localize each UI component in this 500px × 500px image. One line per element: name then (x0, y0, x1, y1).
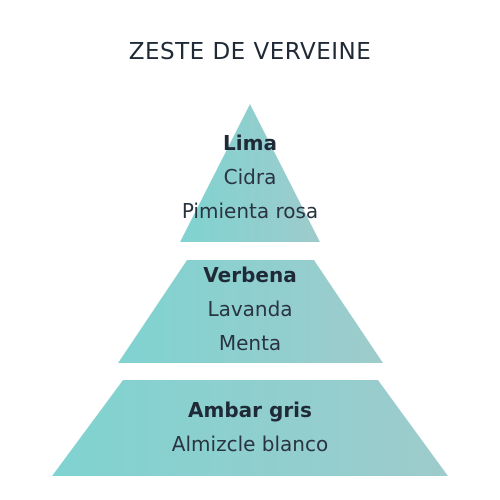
top-tier-note-1: Cidra (223, 165, 277, 189)
bottom-tier-note-1: Almizcle blanco (171, 432, 329, 456)
middle-tier-primary-note: Verbena (203, 263, 297, 287)
top-tier-note-2: Pimienta rosa (181, 199, 319, 223)
top-tier-triangle (180, 104, 320, 242)
pyramid-title: ZESTE DE VERVEINE (128, 39, 372, 65)
top-tier-notes: Lima Cidra Pimienta rosa (0, 126, 500, 228)
middle-tier-trapezoid (118, 260, 383, 363)
middle-tier-notes: Verbena Lavanda Menta (0, 258, 500, 360)
top-tier-primary-note: Lima (223, 131, 277, 155)
bottom-tier-notes: Ambar gris Almizcle blanco (0, 393, 500, 461)
bottom-tier-primary-note: Ambar gris (188, 398, 312, 422)
bottom-tier-trapezoid (52, 380, 448, 476)
middle-tier-note-2: Menta (218, 331, 282, 355)
middle-tier-note-1: Lavanda (207, 297, 293, 321)
